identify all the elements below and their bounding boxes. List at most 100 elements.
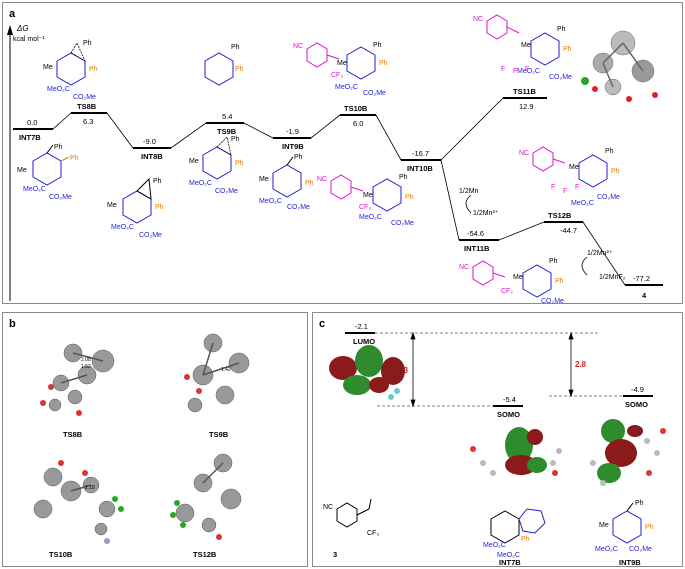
svg-text:MeO₂C: MeO₂C — [189, 180, 212, 187]
label-ts12b-model: TS12B — [193, 550, 217, 559]
svg-text:Ph: Ph — [231, 136, 240, 143]
svg-text:F: F — [513, 68, 517, 75]
label-int9b-c: INT9B — [619, 558, 641, 567]
svg-text:CO₂Me: CO₂Me — [139, 232, 162, 239]
orbital-svg: c -2.1 LUMO -5.4 SOMO -4.9 SOMO 3.3 2.8 — [319, 318, 666, 567]
svg-text:MeO₂C: MeO₂C — [483, 542, 506, 549]
reagent-mn-in: 1/2Mn — [459, 188, 479, 195]
svg-text:F: F — [501, 66, 505, 73]
label-TS10B: TS10B — [344, 104, 368, 113]
svg-text:Ph: Ph — [521, 536, 530, 543]
svg-text:Ph: Ph — [635, 500, 644, 507]
structure-INT9B: Ph Ph Me CO₂Me MeO₂C — [259, 154, 314, 211]
label-INT9B: INT9B — [282, 142, 304, 151]
somo2-value: -4.9 — [631, 385, 644, 394]
lumo-orbital-image — [329, 345, 405, 400]
y-axis-unit: kcal mol⁻¹ — [13, 36, 45, 43]
svg-text:Ph: Ph — [70, 155, 79, 162]
svg-text:NC: NC — [317, 176, 327, 183]
svg-text:CO₂Me: CO₂Me — [597, 194, 620, 201]
ts12b-3d-model — [170, 453, 242, 540]
label-TS11B: TS11B — [513, 87, 537, 96]
svg-text:Ph: Ph — [405, 194, 414, 201]
gap-arrows — [410, 331, 574, 408]
structure-int9b-c: Ph Ph Me MeO₂C CO₂Me — [595, 500, 654, 553]
label-ts8b-model: TS8B — [63, 430, 83, 439]
structure-TS10B: NC CF₃ Ph Ph Me CO₂Me MeO₂C — [293, 42, 388, 97]
svg-text:MeO₂C: MeO₂C — [111, 224, 134, 231]
reagent-mnf2-out: 1/2MnF₂ — [599, 274, 626, 281]
panel-letter-a: a — [9, 8, 16, 20]
svg-text:Ph: Ph — [231, 44, 240, 51]
svg-text:Me: Me — [521, 42, 531, 49]
svg-text:Ph: Ph — [645, 524, 654, 531]
structure-INT10B: NC CF₃ Ph Ph Me CO₂Me MeO₂C — [317, 174, 414, 227]
svg-text:CF₃: CF₃ — [367, 530, 379, 537]
svg-text:NC: NC — [459, 264, 469, 271]
reagent-mn2-out: 1/2Mn²⁺ — [473, 210, 499, 217]
svg-text:CO₂Me: CO₂Me — [73, 94, 96, 101]
svg-text:CO₂Me: CO₂Me — [363, 90, 386, 97]
ts9b-3d-model: 1.42 — [184, 333, 250, 413]
label-INT11B: INT11B — [464, 244, 490, 253]
gap2-value: 2.8 — [575, 360, 587, 369]
svg-text:Ph: Ph — [605, 148, 614, 155]
svg-text:Ph: Ph — [563, 46, 572, 53]
value-P4: -77.2 — [633, 274, 650, 283]
svg-text:Ph: Ph — [155, 204, 164, 211]
svg-text:Me: Me — [337, 60, 347, 67]
label-ts10b-model: TS10B — [49, 550, 73, 559]
svg-text:CF₂: CF₂ — [501, 288, 513, 295]
y-axis-arrow — [7, 25, 13, 35]
value-INT8B: -9.0 — [143, 137, 156, 146]
label-INT10B: INT10B — [407, 164, 433, 173]
svg-text:NC: NC — [473, 16, 483, 23]
svg-text:Ph: Ph — [373, 42, 382, 49]
svg-text:1.52: 1.52 — [81, 364, 91, 370]
svg-text:CO₂Me: CO₂Me — [287, 204, 310, 211]
somo1-label: SOMO — [497, 410, 520, 419]
svg-text:F: F — [525, 66, 529, 73]
value-INT11B: -54.6 — [467, 229, 484, 238]
svg-text:Me: Me — [43, 64, 53, 71]
svg-text:Ph: Ph — [89, 66, 98, 73]
svg-text:MeO₂C: MeO₂C — [47, 86, 70, 93]
svg-text:MeO₂C: MeO₂C — [517, 68, 540, 75]
svg-text:Me: Me — [513, 274, 523, 281]
svg-text:Me: Me — [569, 164, 579, 171]
svg-text:MeO₂C: MeO₂C — [23, 186, 46, 193]
energy-levels — [13, 97, 663, 286]
lumo-label: LUMO — [353, 337, 375, 346]
ts8b-3d-model: 2.08 1.52 — [40, 343, 115, 416]
svg-text:Me: Me — [189, 158, 199, 165]
label-TS9B: TS9B — [217, 127, 237, 136]
reagent-mn2-in: 1/2Mn²⁺ — [587, 250, 613, 257]
panel-letter-c: c — [319, 318, 325, 330]
label-P4: 4 — [642, 291, 647, 300]
orbital-panel: c -2.1 LUMO -5.4 SOMO -4.9 SOMO 3.3 2.8 — [312, 312, 683, 567]
structure-TS11B: NC F F F Ph Ph Me CO₂Me MeO₂C — [473, 14, 572, 81]
value-INT9B: -1.9 — [286, 127, 299, 136]
svg-text:NC: NC — [519, 150, 529, 157]
structure-TS12B: NC F F F Ph Ph Me CO₂Me MeO₂C — [519, 146, 620, 207]
svg-text:Ph: Ph — [54, 144, 63, 151]
somo1-orbital-image — [470, 427, 562, 476]
svg-text:CO₂Me: CO₂Me — [215, 188, 238, 195]
structure-product-4: NC CF₂ Ph Ph Me CO₂Me — [459, 258, 564, 305]
svg-text:Ph: Ph — [235, 66, 244, 73]
value-TS9B: 5.4 — [222, 112, 232, 121]
connector-lines — [52, 97, 626, 286]
svg-text:1.42: 1.42 — [221, 367, 231, 373]
svg-text:Ph: Ph — [305, 180, 314, 187]
svg-text:Me: Me — [259, 176, 269, 183]
ts11b-3d-model-image — [581, 30, 658, 102]
svg-text:MeO₂C: MeO₂C — [259, 198, 282, 205]
value-TS8B: 6.3 — [83, 117, 93, 126]
svg-text:CO₂Me: CO₂Me — [391, 220, 414, 227]
y-axis-title: ΔG — [16, 24, 29, 33]
svg-text:NC: NC — [293, 43, 303, 50]
svg-text:Ph: Ph — [399, 174, 408, 181]
svg-text:Ph: Ph — [235, 160, 244, 167]
svg-text:CF₃: CF₃ — [331, 72, 343, 79]
svg-text:Ph: Ph — [557, 26, 566, 33]
